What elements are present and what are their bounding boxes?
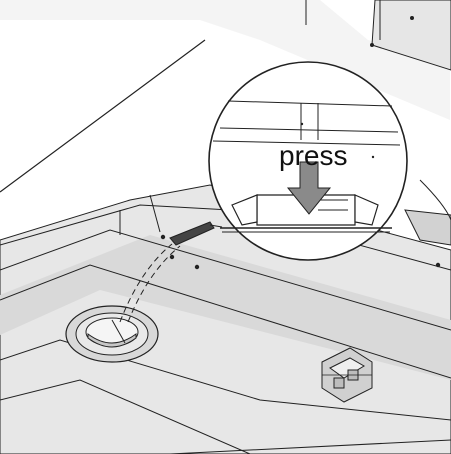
callout-tangent: [209, 224, 223, 228]
latch-wing-right: [354, 194, 379, 226]
leader-line-2: [127, 245, 181, 323]
round-port: [65, 305, 159, 363]
top-right-housing: [371, 0, 451, 71]
plate-edge-6: [169, 439, 451, 454]
connector-bracket: [321, 347, 373, 403]
plate-edge-3: [0, 264, 451, 379]
rivet: [435, 262, 441, 268]
press-arrow: [286, 161, 332, 215]
rivet: [194, 264, 200, 270]
right-tab: [404, 209, 451, 246]
slot-channel: [169, 221, 215, 246]
rivet: [169, 254, 175, 260]
magnifier-callout: press: [208, 61, 408, 261]
housing-screw: [370, 43, 374, 47]
detail-line: [212, 140, 401, 146]
plate-edge-4: [0, 339, 451, 421]
back-panel: [0, 0, 450, 120]
latch-wing-left: [231, 194, 258, 226]
press-label: press: [279, 140, 347, 171]
detail-line: [219, 127, 399, 133]
cover-edge-upper: [0, 39, 206, 193]
rivet: [160, 234, 166, 240]
leader-line: [119, 243, 173, 323]
plate-edge-2: [0, 229, 451, 331]
plate-edge-5: [0, 379, 251, 454]
detail-line: [227, 100, 393, 107]
right-curve-edge: [419, 179, 451, 221]
plate-edge-8: [149, 194, 161, 233]
housing-screw-2: [410, 16, 414, 20]
